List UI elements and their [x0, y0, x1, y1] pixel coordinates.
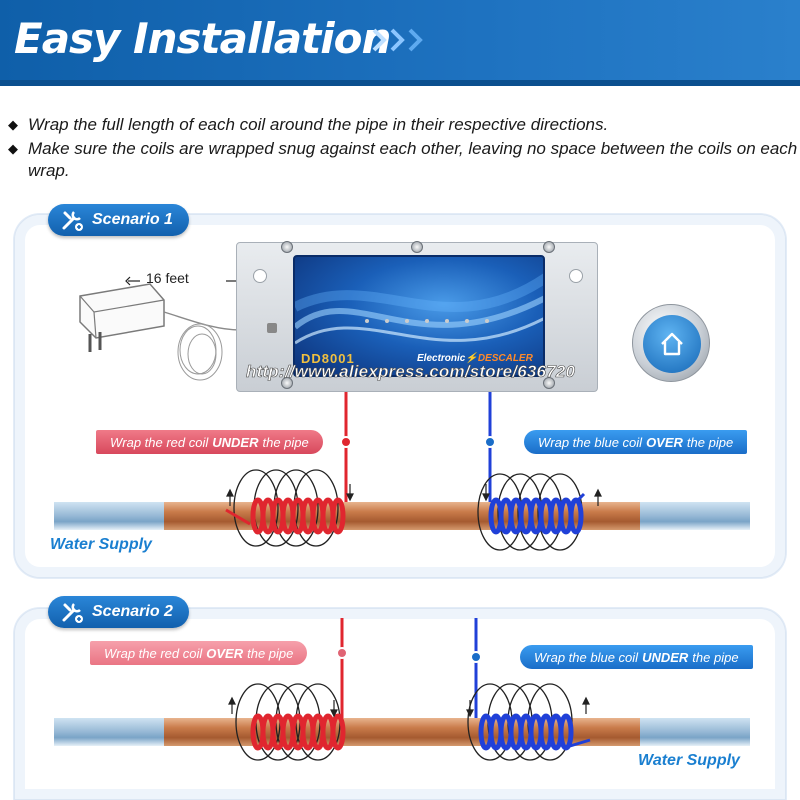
- screw-icon: [281, 241, 293, 253]
- scenario-2-card: [14, 608, 786, 800]
- descaler-device: DD8001 Electronic⚡DESCALER: [236, 241, 598, 392]
- cable-length-label: 16 feet: [146, 270, 189, 286]
- tag-emphasis: UNDER: [212, 434, 259, 450]
- tag-text: the pipe: [686, 434, 734, 450]
- watermark-url: http://www.aliexpress.com/store/636720: [246, 362, 576, 382]
- tag-text: the pipe: [247, 645, 294, 661]
- tag-text: Wrap the blue coil: [534, 649, 639, 665]
- mount-hole: [569, 269, 583, 283]
- home-badge: [632, 304, 710, 382]
- page-title: Easy Installation: [14, 14, 391, 63]
- scenario-1-title: Scenario 1: [92, 211, 173, 228]
- cable-port: [267, 323, 277, 333]
- tools-icon: [62, 211, 83, 231]
- tag-text: the pipe: [262, 434, 309, 450]
- tag-text: Wrap the red coil: [110, 434, 209, 450]
- scenario-2-title: Scenario 2: [92, 603, 173, 620]
- list-item: ◆ Make sure the coils are wrapped snug a…: [8, 138, 798, 182]
- tools-icon: [62, 603, 83, 623]
- tag-emphasis: UNDER: [642, 649, 689, 665]
- screw-icon: [543, 377, 555, 389]
- diamond-bullet-icon: ◆: [8, 141, 18, 156]
- tag-emphasis: OVER: [206, 645, 244, 661]
- pipe-scenario-2: [54, 718, 750, 746]
- connector-dot: [484, 436, 496, 448]
- pipe-scenario-1: [54, 502, 750, 530]
- tag-emphasis: OVER: [646, 434, 683, 450]
- list-item-text: Wrap the full length of each coil around…: [28, 115, 609, 134]
- connector-dot: [470, 651, 482, 663]
- instruction-list: ◆ Wrap the full length of each coil arou…: [8, 114, 798, 184]
- pipe-outlet-water: [640, 502, 750, 530]
- wave-graphic: [295, 273, 543, 345]
- screw-icon: [281, 377, 293, 389]
- pipe-inlet-water: [54, 502, 164, 530]
- tag-text: the pipe: [692, 649, 739, 665]
- tag-text: Wrap the red coil: [104, 645, 203, 661]
- connector-dot: [336, 647, 348, 659]
- header-banner: Easy Installation: [0, 0, 800, 86]
- scenario-1-badge: Scenario 1: [48, 204, 189, 236]
- home-badge-inner: [643, 315, 701, 373]
- device-model-code: DD8001: [301, 351, 355, 366]
- screw-icon: [411, 241, 423, 253]
- tag-text: Wrap the blue coil: [538, 434, 643, 450]
- water-supply-label: Water Supply: [638, 752, 740, 769]
- mount-hole: [253, 269, 267, 283]
- home-icon: [661, 332, 683, 356]
- pipe-outlet-water: [640, 718, 750, 746]
- connector-dot: [340, 436, 352, 448]
- device-label-prefix: Electronic: [417, 353, 466, 364]
- screw-icon: [543, 241, 555, 253]
- chevron-right-icon: [372, 28, 423, 52]
- lightning-icon: ⚡: [465, 353, 478, 364]
- list-item: ◆ Wrap the full length of each coil arou…: [8, 114, 798, 136]
- device-label-brand: DESCALER: [477, 353, 533, 364]
- list-item-text: Make sure the coils are wrapped snug aga…: [28, 139, 798, 180]
- pipe-inlet-water: [54, 718, 164, 746]
- diamond-bullet-icon: ◆: [8, 117, 18, 132]
- device-brand-label: Electronic⚡DESCALER: [417, 353, 533, 364]
- water-supply-label: Water Supply: [50, 536, 152, 553]
- scenario-2-badge: Scenario 2: [48, 596, 189, 628]
- device-faceplate: DD8001 Electronic⚡DESCALER: [293, 255, 545, 377]
